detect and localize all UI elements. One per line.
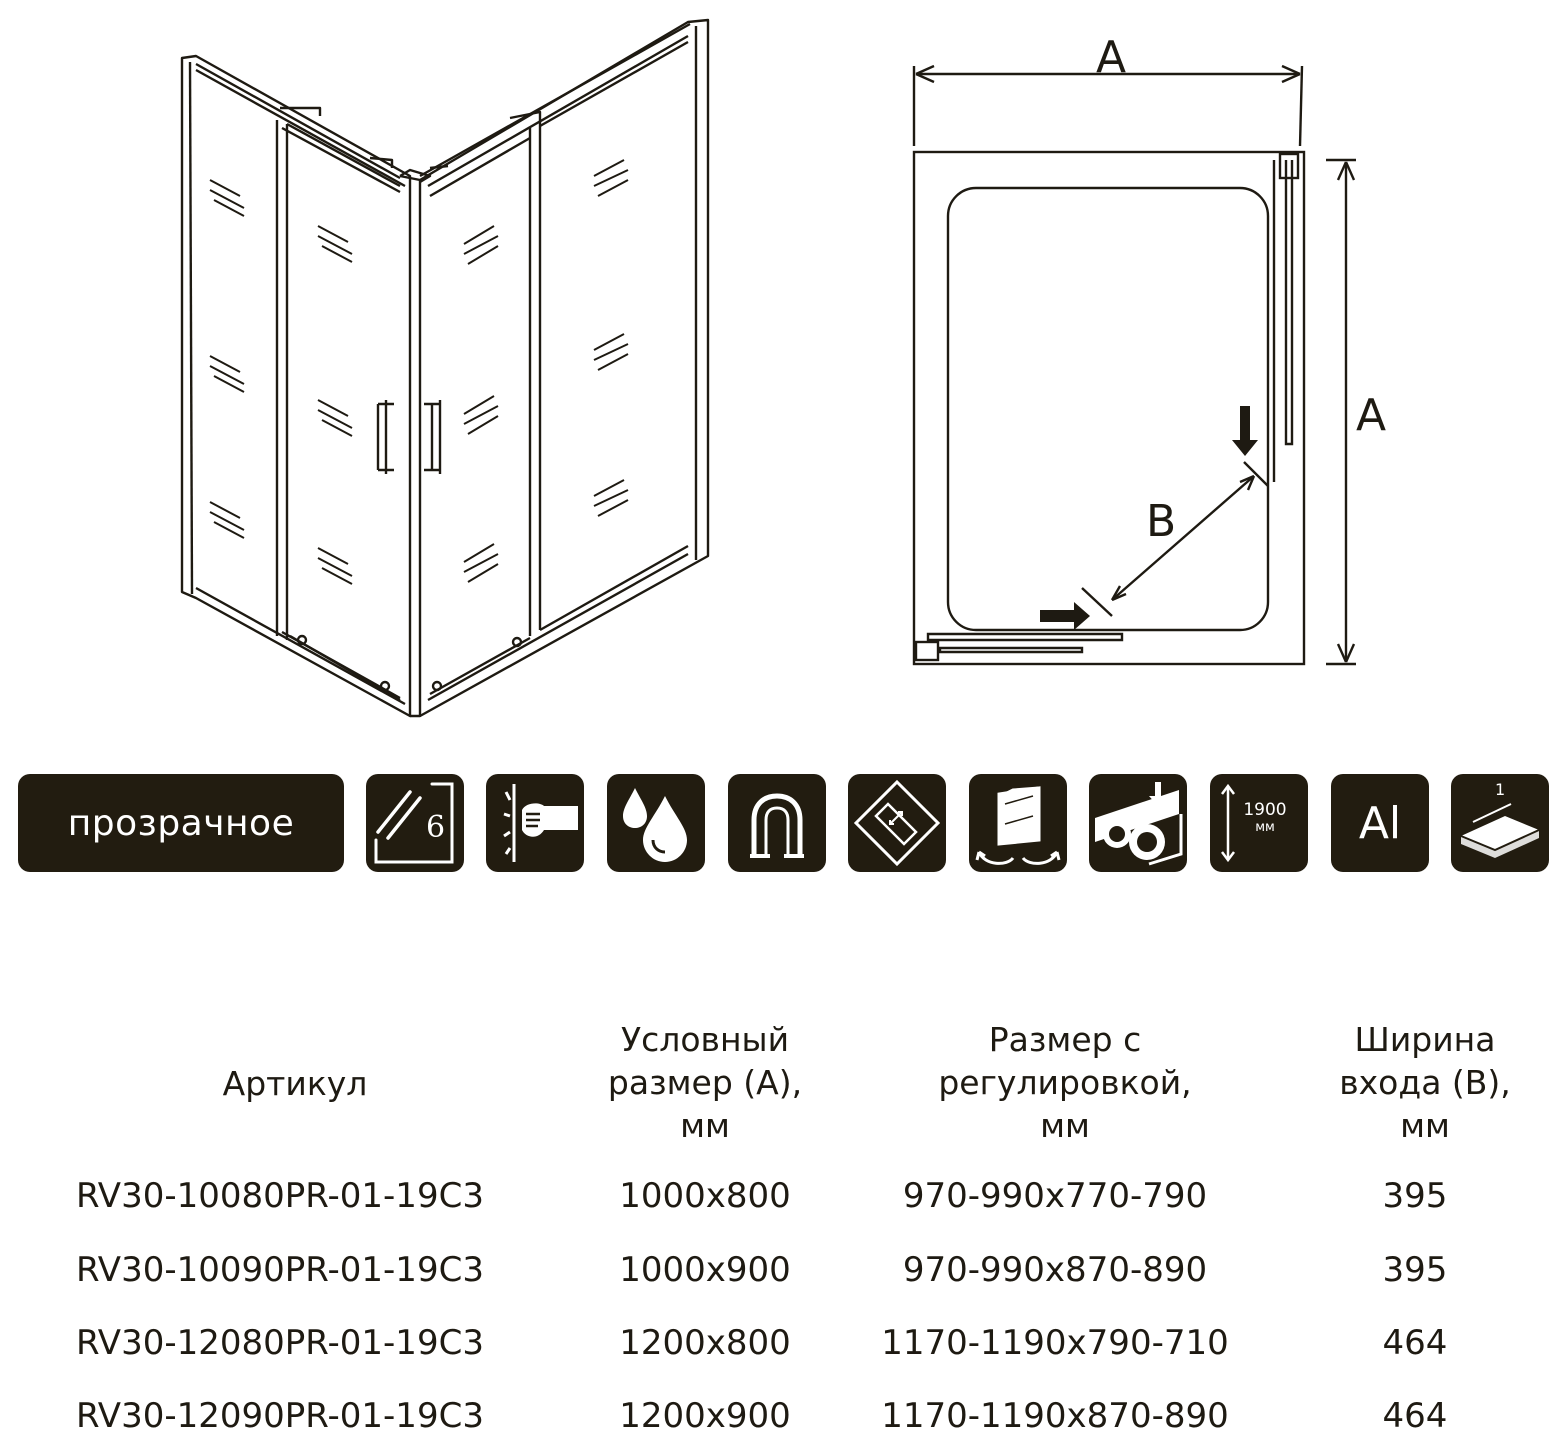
glass-thickness-value: 6 [426,810,446,845]
reversible-door-icon [969,774,1067,872]
dimension-a-side-label: A [1356,390,1386,441]
header-size-a-line1: Условный [620,1020,790,1059]
header-entrance-line2: входа (В), [1339,1063,1511,1102]
header-adjust-line1: Размер с [988,1020,1142,1059]
glass-reflection-marks [209,159,629,585]
height-unit: мм [1255,820,1275,835]
water-repellent-coating-icon [607,774,705,872]
row-1-adjust: 970-990х770-790 [902,1176,1208,1216]
dimension-b-label: B [1146,496,1176,547]
row-3-article: RV30-12080PR-01-19C3 [76,1323,484,1363]
glass-type-label: прозрачное [67,802,295,844]
roller-mechanism-icon [1089,774,1187,872]
height-1900-icon: 1900 мм [1210,774,1308,872]
header-entrance-b: Ширина входа (В), мм [1290,1018,1560,1147]
profile-material-label: Al [1358,797,1402,849]
row-4-size: 1200х900 [619,1396,791,1436]
header-article: Артикул [222,1064,368,1103]
row-4-entrance: 464 [1382,1396,1448,1436]
row-3-entrance: 464 [1382,1323,1448,1363]
row-2-article: RV30-10090PR-01-19C3 [76,1250,484,1290]
shower-tray-icon: 1 [1451,774,1549,872]
header-adjust-line2: регулировкой, [938,1063,1192,1102]
height-number: 1900 [1243,800,1287,820]
header-size-a-line3: мм [680,1106,730,1145]
header-adjust: Размер с регулировкой, мм [900,1018,1230,1147]
row-4-adjust: 1170-1190х870-890 [881,1396,1229,1436]
glass-thickness-6mm-icon: 6 [366,774,464,872]
height-value: 1900 мм [1210,802,1308,836]
header-size-a: Условный размер (А), мм [560,1018,850,1147]
header-adjust-line3: мм [1040,1106,1090,1145]
row-2-adjust: 970-990х870-890 [902,1250,1208,1290]
header-entrance-line1: Ширина [1354,1020,1496,1059]
magnetic-seal-icon [728,774,826,872]
row-1-entrance: 395 [1382,1176,1448,1216]
technical-drawings: A A B [180,18,1386,718]
row-1-size: 1000х800 [619,1176,791,1216]
tray-count-label: 1 [1495,780,1506,799]
plan-view-diagram [912,64,1356,666]
header-entrance-line3: мм [1400,1106,1450,1145]
row-4-article: RV30-12090PR-01-19C3 [76,1396,484,1436]
row-3-adjust: 1170-1190х790-710 [881,1323,1229,1363]
row-2-size: 1000х900 [619,1250,791,1290]
direction-arrows [1040,406,1258,630]
header-size-a-line2: размер (А), [607,1063,803,1102]
row-2-entrance: 395 [1382,1250,1448,1290]
row-3-size: 1200х800 [619,1323,791,1363]
square-shape-icon [848,774,946,872]
impact-resistant-glass-icon [486,774,584,872]
shower-enclosure-isometric [180,18,710,718]
row-1-article: RV30-10080PR-01-19C3 [76,1176,484,1216]
dimension-a-top-label: A [1096,32,1126,83]
glass-type-badge: прозрачное [18,774,344,872]
aluminium-profile-icon: Al [1331,774,1429,872]
